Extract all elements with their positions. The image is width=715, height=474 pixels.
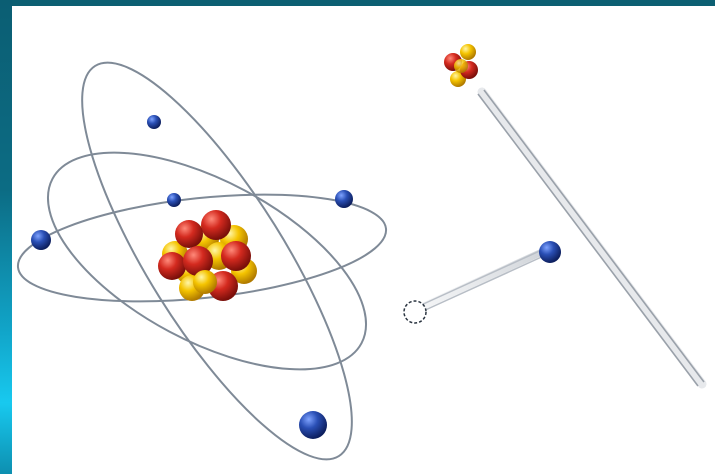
electron-trail (417, 249, 546, 312)
frame-left-strip (0, 0, 12, 474)
atom-diagram (12, 6, 715, 474)
electron-icon (335, 190, 353, 208)
electron-icon (147, 115, 161, 129)
atom-nucleus-icon (158, 210, 257, 301)
atom-illustration (12, 6, 715, 474)
emitted-particle-trail (478, 90, 704, 386)
emitted-particle-icon (444, 44, 478, 87)
electron-icon (539, 241, 561, 263)
electron-icon (167, 193, 181, 207)
electron-icon (299, 411, 327, 439)
electron-vacancy-icon (404, 301, 426, 323)
electron-icon (31, 230, 51, 250)
